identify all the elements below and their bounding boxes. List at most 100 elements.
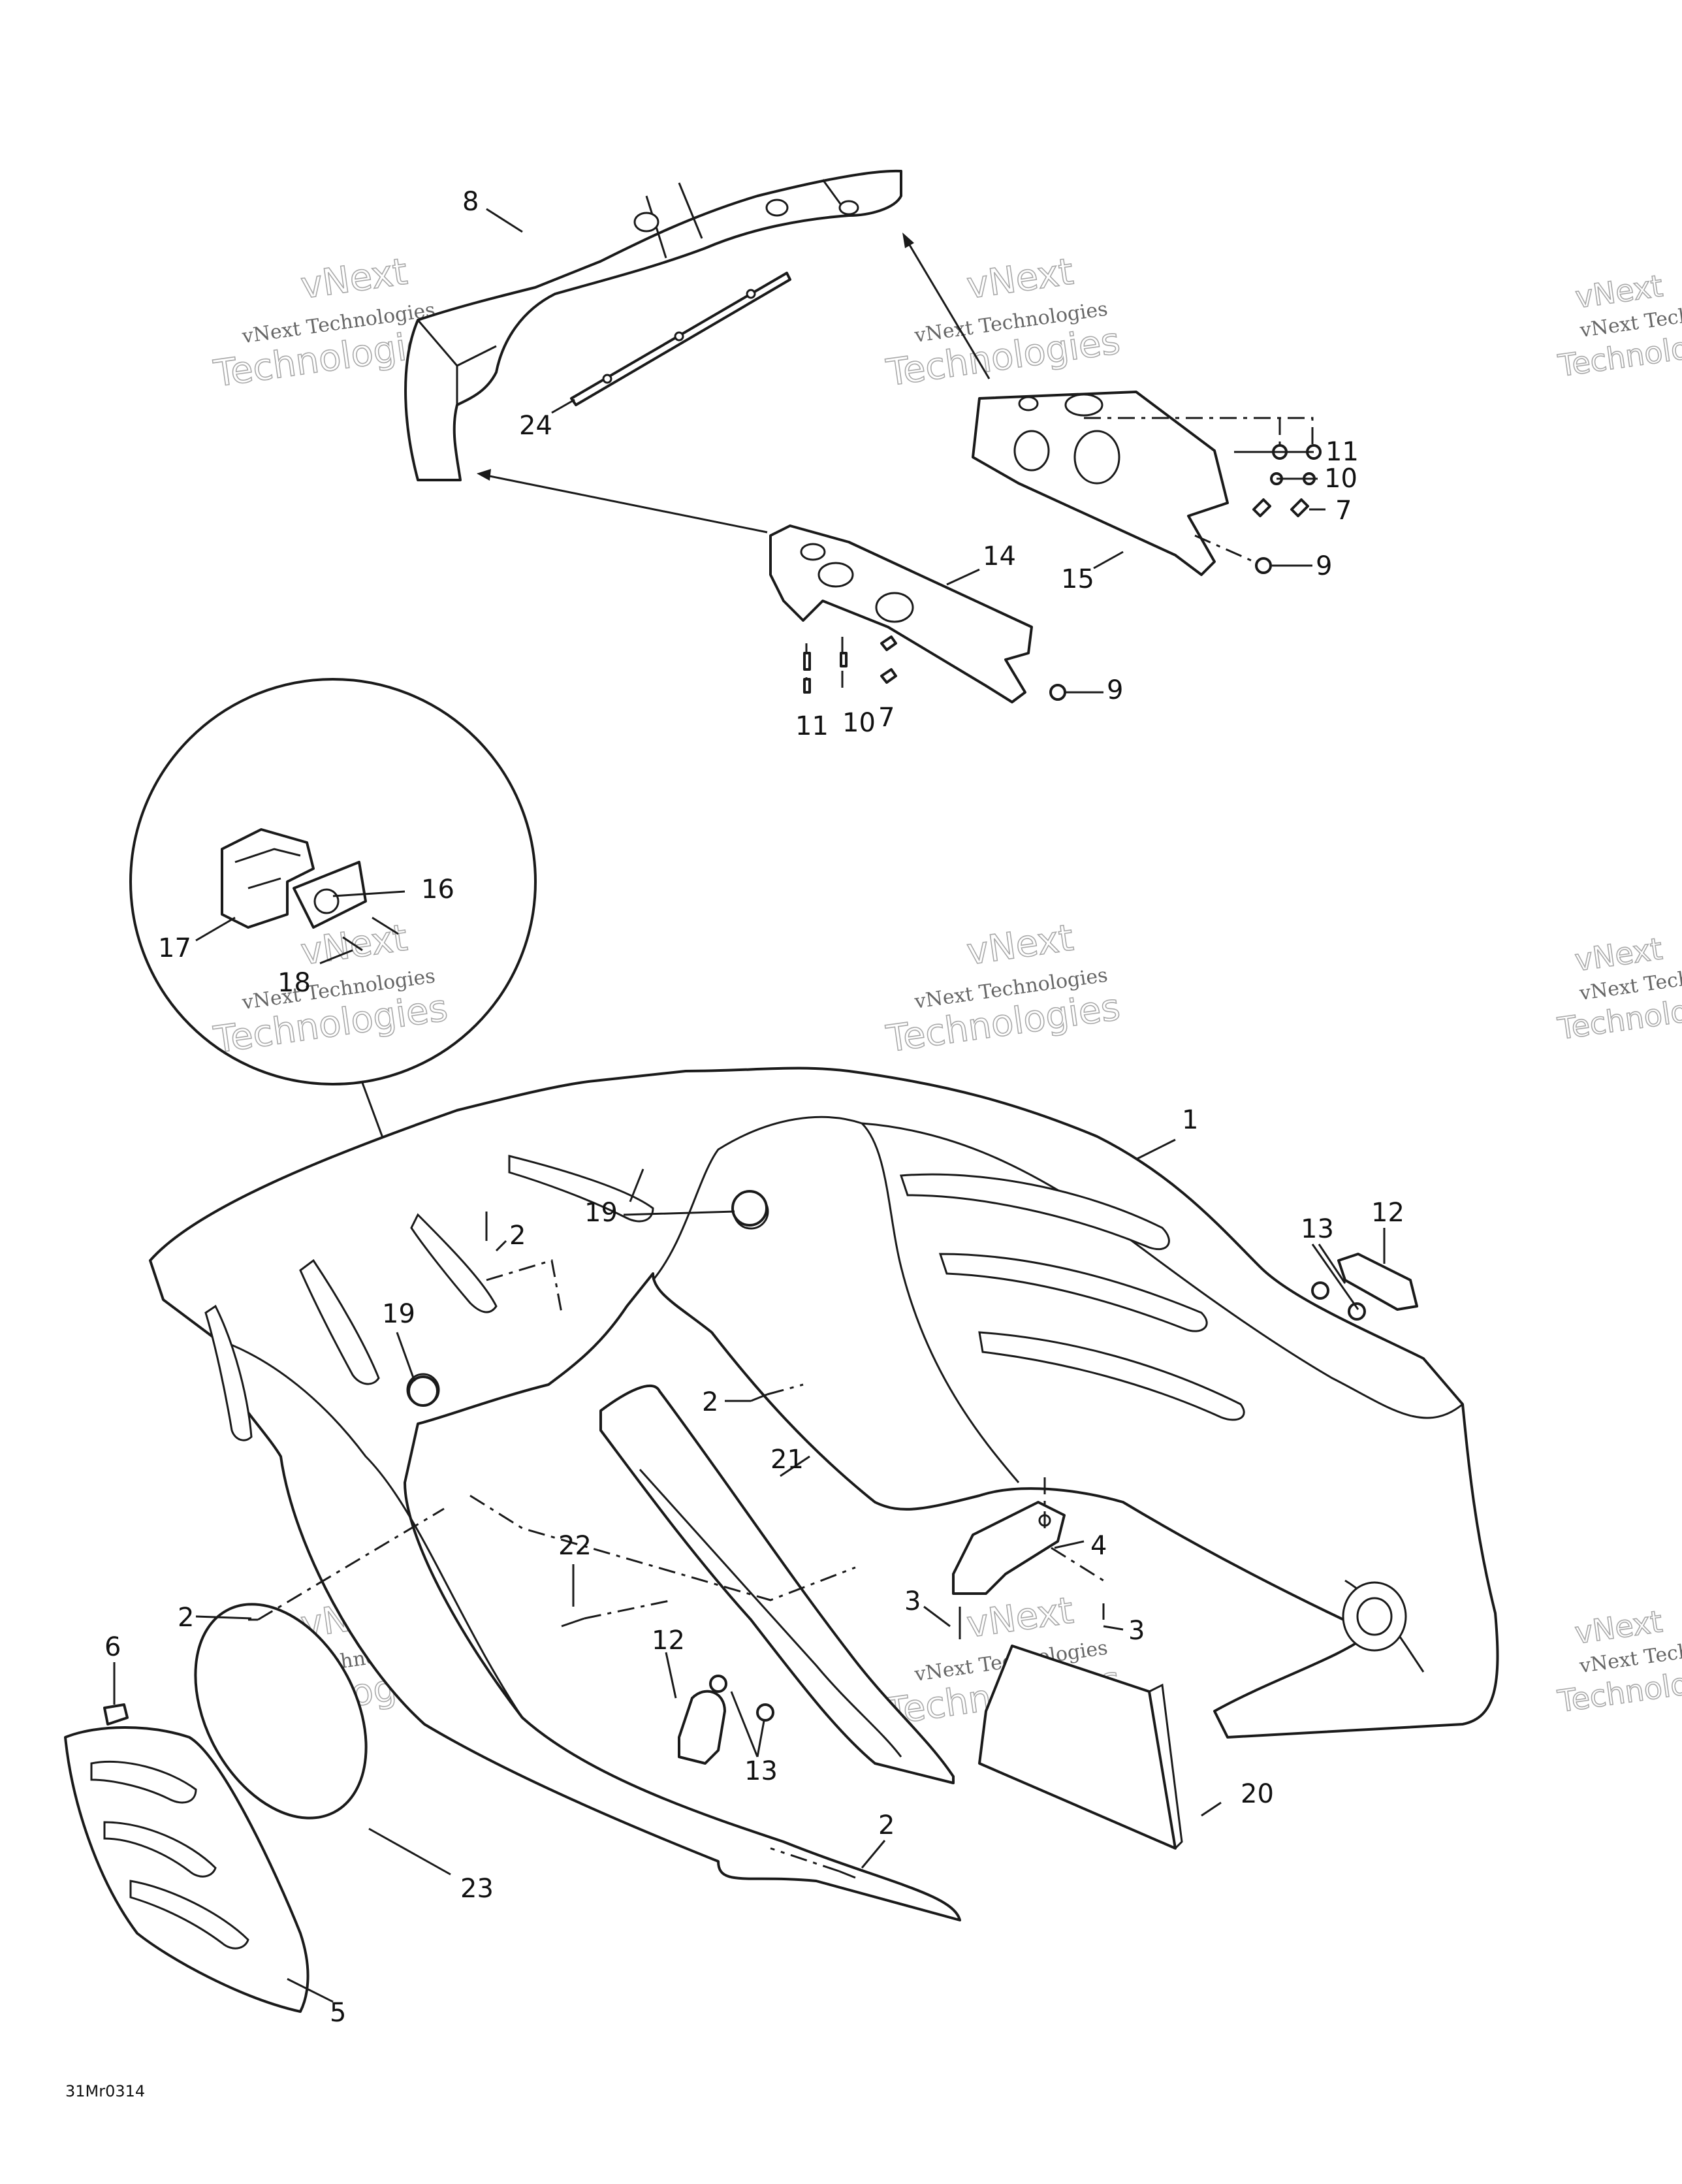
watermark-mid-left: vNext vNext Technologies Technologies	[210, 916, 451, 1063]
centerline	[257, 1507, 445, 1621]
callout-2: 2	[509, 1221, 526, 1251]
part-20-foam-pad	[978, 1645, 1183, 1850]
leader-14	[946, 568, 980, 586]
callout-18: 18	[278, 968, 311, 998]
detail-inset	[129, 678, 537, 1340]
slot	[899, 1173, 1170, 1251]
callout-2: 2	[178, 1603, 194, 1633]
strip-hole	[674, 331, 684, 342]
callout-22: 22	[558, 1531, 592, 1561]
callout-17: 17	[158, 933, 191, 963]
callout-9: 9	[1107, 675, 1123, 705]
watermark-vnext: vNext	[1573, 1603, 1665, 1650]
panel-slot	[103, 1821, 217, 1878]
clip-detail	[234, 848, 301, 890]
leader-17	[195, 916, 236, 942]
watermark-top-right: vNext vNext Technologies Technologies	[1555, 267, 1682, 384]
washer-icon	[803, 678, 811, 694]
slot	[978, 1331, 1245, 1421]
callout-6: 6	[104, 1632, 121, 1662]
callout-13: 13	[1301, 1214, 1334, 1244]
bracket-hole	[1073, 430, 1120, 485]
screw-icon	[372, 916, 399, 935]
washer-icon	[840, 652, 848, 667]
drawing-code: 31Mr0314	[65, 2082, 145, 2100]
screw-icon	[342, 936, 363, 952]
arrow-shaft	[906, 241, 991, 379]
plug-icon	[407, 1375, 439, 1407]
leader-20	[1201, 1801, 1222, 1817]
part-15-bracket-right	[972, 391, 1229, 576]
handle-end-detail	[417, 319, 497, 405]
callout-4: 4	[1090, 1531, 1107, 1561]
callout-leaders	[113, 208, 1386, 2003]
callout-1: 1	[1182, 1105, 1198, 1135]
disc-body	[194, 1603, 368, 1820]
leader-4	[1054, 1540, 1085, 1549]
inset-circle	[129, 678, 537, 1085]
centerline	[584, 1599, 673, 1620]
bracket-hole	[875, 592, 914, 623]
callout-19: 19	[382, 1299, 415, 1329]
callout-11: 11	[1325, 437, 1359, 467]
callout-10: 10	[1324, 464, 1357, 494]
bracket-hole	[817, 562, 854, 588]
pad-edge	[1149, 1683, 1183, 1850]
leader-23	[368, 1827, 451, 1876]
hardware-left	[803, 635, 1066, 701]
part-24-reinforcement-strip	[570, 272, 791, 406]
screw-icon	[880, 668, 897, 684]
plate-hole	[313, 888, 340, 914]
leader-18	[319, 949, 353, 965]
slot	[204, 1304, 253, 1441]
leader-3a	[923, 1605, 951, 1628]
part-13-nuts	[709, 1281, 1366, 1722]
callout-24: 24	[519, 411, 552, 441]
leader-15	[1093, 551, 1124, 570]
bracket-body	[1337, 1253, 1418, 1311]
part-5-side-panel	[64, 1726, 309, 2013]
washer-icon	[803, 652, 811, 671]
grommet-body	[103, 1703, 129, 1726]
rivet-icon	[561, 1617, 585, 1628]
centerline	[770, 1847, 840, 1872]
clip-body	[221, 828, 315, 929]
bracket-hole	[1013, 430, 1050, 472]
callout-12: 12	[652, 1626, 685, 1656]
watermark-vnext: vNext	[1573, 268, 1665, 315]
bracket-body	[678, 1690, 726, 1765]
leader-12b	[665, 1652, 677, 1699]
leader-2a	[495, 1240, 507, 1252]
rivet-icon	[838, 1870, 856, 1879]
bracket-body	[952, 1501, 1066, 1595]
callout-7: 7	[1335, 496, 1352, 526]
assembly-arrows	[477, 233, 991, 534]
handle-hole	[633, 212, 659, 233]
part-21-rail-reinforcement	[599, 1384, 955, 1784]
leader-24	[551, 398, 575, 414]
screw-icon	[880, 635, 897, 651]
bracket-hole	[1018, 396, 1039, 411]
callout-9: 9	[1316, 551, 1332, 581]
nut-icon	[1311, 1281, 1329, 1300]
plug-icon	[731, 1190, 768, 1227]
rail-body	[599, 1384, 955, 1784]
nut-icon	[1348, 1302, 1366, 1321]
pan-side-contour	[215, 1338, 524, 1718]
bearing-hole-inner	[1356, 1597, 1393, 1636]
watermark-mid-right: vNext vNext Technologies Technologies	[1555, 930, 1682, 1047]
callout-3: 3	[904, 1586, 921, 1616]
watermark-low-right: vNext vNext Technologies Technologies	[1555, 1603, 1682, 1720]
callout-5: 5	[330, 1998, 346, 2028]
leader-2c	[195, 1615, 252, 1620]
callout-16: 16	[421, 875, 454, 905]
part-23-disc-cover	[194, 1603, 368, 1820]
slot	[299, 1259, 380, 1385]
callout-23: 23	[460, 1874, 494, 1904]
leader-16	[332, 890, 405, 897]
callout-13: 13	[744, 1756, 778, 1786]
centerline	[469, 1494, 856, 1601]
part-14-bracket-left	[769, 524, 1033, 703]
leader-3b	[1103, 1625, 1124, 1631]
